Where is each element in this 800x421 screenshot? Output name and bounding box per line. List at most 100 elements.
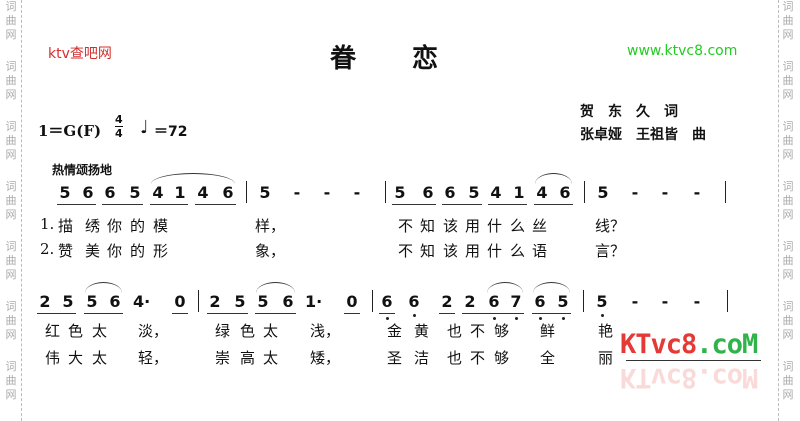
- lyric-syllable: 该: [443, 217, 459, 235]
- side-watermark-char: 曲: [5, 254, 17, 267]
- lyric-syllable: 太: [92, 322, 108, 340]
- dash-note: -: [323, 183, 331, 202]
- note: 6: [534, 292, 546, 311]
- lyric-syllable: 样，: [255, 217, 286, 235]
- side-watermark-char: 网: [782, 388, 794, 401]
- low-octave-dot: [413, 314, 416, 317]
- dash-note: -: [661, 292, 669, 311]
- beam-underline: [102, 204, 143, 205]
- side-watermark-char: 词: [5, 120, 17, 133]
- lyric-syllable: 描: [58, 217, 74, 235]
- note: 6: [444, 183, 456, 202]
- beam-underline: [532, 313, 571, 314]
- note: 4: [490, 183, 502, 202]
- watermark-text-green: .coM: [696, 329, 758, 360]
- lyricist-credit: 贺 东 久 词: [580, 104, 678, 120]
- lyric-syllable: 不: [470, 322, 486, 340]
- note: 2: [464, 292, 476, 311]
- lyric-syllable: 也: [447, 349, 463, 367]
- lyric-syllable: 模: [153, 217, 169, 235]
- lyric-syllable: 绣: [85, 217, 101, 235]
- side-watermark-group: 词曲网: [780, 120, 796, 180]
- side-watermark-char: 词: [5, 360, 17, 373]
- lyric-syllable: 言？: [595, 242, 626, 260]
- lyric-syllable: 太: [92, 349, 108, 367]
- note: 6: [422, 183, 434, 202]
- side-watermark-char: 词: [782, 180, 794, 193]
- side-watermark-group: 词曲网: [3, 180, 19, 240]
- barline: [372, 290, 373, 312]
- left-watermark-strip: 词曲网词曲网词曲网词曲网词曲网词曲网词曲网: [3, 0, 19, 420]
- lyric-syllable: 用: [465, 242, 481, 260]
- side-watermark-char: 网: [5, 328, 17, 341]
- note: 6: [109, 292, 121, 311]
- lyric-syllable: 艳: [598, 322, 614, 340]
- side-watermark-char: 词: [782, 120, 794, 133]
- expression-marking: 热情颂扬地: [52, 163, 113, 177]
- ktvc8-watermark-logo: KTvc8.coM: [620, 329, 758, 360]
- lyric-syllable: 金: [387, 322, 403, 340]
- note: 6: [222, 183, 234, 202]
- beam-underline: [439, 313, 455, 314]
- lyric-syllable: 太: [263, 349, 279, 367]
- note: 4: [197, 183, 209, 202]
- side-watermark-char: 词: [782, 240, 794, 253]
- note: 6: [559, 183, 571, 202]
- low-octave-dot: [515, 317, 518, 320]
- beam-underline: [392, 204, 436, 205]
- side-watermark-group: 词曲网: [780, 300, 796, 360]
- side-watermark-group: 词曲网: [3, 60, 19, 120]
- note: 4·: [133, 292, 151, 311]
- lyric-syllable: 鲜: [540, 322, 556, 340]
- side-watermark-char: 网: [782, 28, 794, 41]
- dash-note: -: [693, 183, 701, 202]
- side-watermark-char: 词: [5, 60, 17, 73]
- beam-underline: [195, 204, 236, 205]
- beam-underline: [344, 313, 360, 314]
- note: 6: [82, 183, 94, 202]
- barline: [198, 290, 199, 312]
- beam-underline: [442, 204, 482, 205]
- side-watermark-char: 词: [5, 0, 17, 13]
- lyric-syllable: 崇: [215, 349, 231, 367]
- note: 5: [257, 292, 269, 311]
- note: 6: [488, 292, 500, 311]
- dash-note: -: [631, 292, 639, 311]
- beam-underline: [255, 313, 296, 314]
- left-dashed-border: [21, 0, 22, 421]
- lyric-syllable: 大: [68, 349, 84, 367]
- lyric-syllable: 圣: [387, 349, 403, 367]
- dash-note: -: [631, 183, 639, 202]
- note: 5: [557, 292, 569, 311]
- lyric-syllable: 淡，: [138, 322, 169, 340]
- lyric-syllable: 全: [540, 349, 556, 367]
- side-watermark-char: 词: [5, 180, 17, 193]
- note: 5: [129, 183, 141, 202]
- side-watermark-char: 词: [782, 300, 794, 313]
- note: 4: [152, 183, 164, 202]
- side-watermark-group: 词曲网: [780, 180, 796, 240]
- song-title-char-1: 眷: [330, 44, 357, 74]
- side-watermark-char: 曲: [782, 314, 794, 327]
- note: 2: [441, 292, 453, 311]
- note: 5: [468, 183, 480, 202]
- side-watermark-char: 网: [5, 148, 17, 161]
- note: 2: [39, 292, 51, 311]
- side-watermark-char: 网: [782, 268, 794, 281]
- side-watermark-char: 曲: [5, 134, 17, 147]
- side-watermark-group: 词曲网: [780, 60, 796, 120]
- lyric-syllable: 知: [420, 242, 436, 260]
- lyric-syllable: 伟: [45, 349, 61, 367]
- side-watermark-group: 词曲网: [3, 360, 19, 420]
- side-watermark-char: 曲: [782, 74, 794, 87]
- lyric-syllable: 用: [465, 217, 481, 235]
- side-watermark-char: 网: [782, 328, 794, 341]
- side-watermark-char: 曲: [782, 14, 794, 27]
- note: 2: [209, 292, 221, 311]
- lyric-syllable: 2.: [40, 240, 55, 258]
- side-watermark-char: 曲: [5, 194, 17, 207]
- beam-underline: [488, 204, 527, 205]
- lyric-syllable: 太: [263, 322, 279, 340]
- lyric-syllable: 美: [85, 242, 101, 260]
- note: 5: [62, 292, 74, 311]
